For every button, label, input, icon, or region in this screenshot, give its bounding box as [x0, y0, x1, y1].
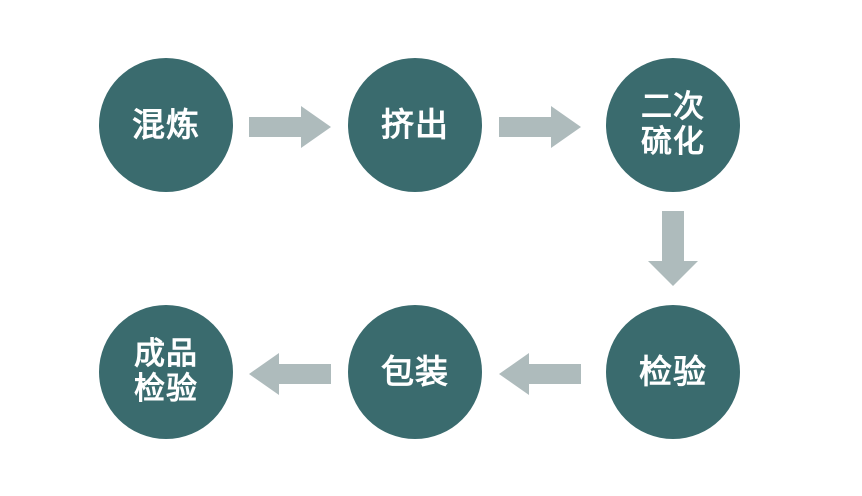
- process-node-mixing[interactable]: 混炼: [99, 58, 233, 192]
- process-node-secondary-vulcanization[interactable]: 二次 硫化: [606, 58, 740, 192]
- process-node-label: 包装: [381, 352, 449, 392]
- arrow-right-mixing-to-extrude: [249, 106, 331, 148]
- process-node-label: 混炼: [132, 105, 200, 145]
- process-node-packaging[interactable]: 包装: [348, 305, 482, 439]
- process-node-label: 成品 检验: [134, 336, 198, 407]
- process-node-finished-product-inspection[interactable]: 成品 检验: [99, 305, 233, 439]
- arrow-left-packaging-to-finished-inspection: [249, 353, 331, 395]
- arrow-left-inspection-to-packaging: [499, 353, 581, 395]
- process-node-extrusion[interactable]: 挤出: [348, 58, 482, 192]
- process-node-label: 二次 硫化: [641, 89, 705, 160]
- arrow-right-extrusion-to-vulcanization: [499, 106, 581, 148]
- process-node-label: 检验: [639, 352, 707, 392]
- arrow-down-vulcanization-to-inspection: [648, 211, 698, 286]
- process-node-label: 挤出: [381, 105, 449, 145]
- process-node-inspection[interactable]: 检验: [606, 305, 740, 439]
